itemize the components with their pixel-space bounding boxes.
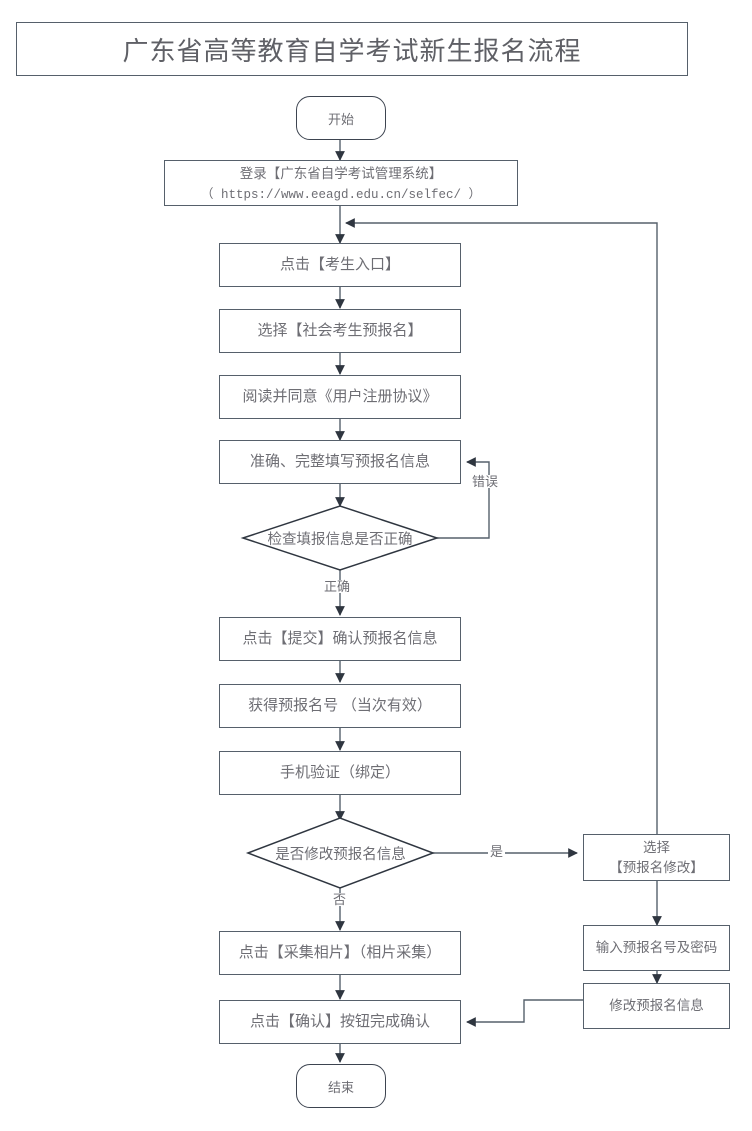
edge-label-no: 否 — [331, 892, 349, 907]
process-confirm-button[interactable]: 点击【确认】按钮完成确认 — [219, 1000, 461, 1044]
edge-label-correct: 正确 — [322, 579, 353, 594]
process-agree-user-agreement[interactable]: 阅读并同意《用户注册协议》 — [219, 375, 461, 419]
process-select-prereg-modify[interactable]: 选择 【预报名修改】 — [583, 834, 730, 881]
login-system-label: 登录【广东省自学考试管理系统】 — [239, 165, 443, 181]
terminator-end[interactable]: 结束 — [296, 1064, 386, 1108]
edge-label-error: 错误 — [470, 474, 501, 489]
page-title: 广东省高等教育自学考试新生报名流程 — [16, 22, 688, 76]
terminator-start[interactable]: 开始 — [296, 96, 386, 140]
process-login-system[interactable]: 登录【广东省自学考试管理系统】 （ https://www.eeagd.edu.… — [164, 160, 518, 206]
process-modify-prereg-info[interactable]: 修改预报名信息 — [583, 983, 730, 1029]
edge-label-yes: 是 — [488, 844, 506, 859]
decision-check-info — [240, 505, 440, 571]
edge-modify-info-to-confirm — [466, 999, 583, 1027]
process-collect-photo[interactable]: 点击【采集相片】（相片采集） — [219, 931, 461, 975]
select-prereg-modify-line2: 【预报名修改】 — [609, 859, 704, 875]
select-prereg-modify-line1: 选择 — [643, 839, 670, 855]
edge-modify-return-to-entry — [345, 218, 658, 834]
process-get-prereg-number[interactable]: 获得预报名号 （当次有效） — [219, 684, 461, 728]
process-input-prereg-credentials[interactable]: 输入预报名号及密码 — [583, 925, 730, 971]
process-phone-verification[interactable]: 手机验证（绑定） — [219, 751, 461, 795]
decision-modify-info — [245, 817, 436, 889]
process-fill-prereg-info[interactable]: 准确、完整填写预报名信息 — [219, 440, 461, 484]
edge-check-error-to-fill — [437, 457, 490, 539]
process-click-examinee-entry[interactable]: 点击【考生入口】 — [219, 243, 461, 287]
process-select-social-prereg[interactable]: 选择【社会考生预报名】 — [219, 309, 461, 353]
login-system-url: （ https://www.eeagd.edu.cn/selfec/ ） — [200, 188, 482, 203]
process-submit-confirm-info[interactable]: 点击【提交】确认预报名信息 — [219, 617, 461, 661]
